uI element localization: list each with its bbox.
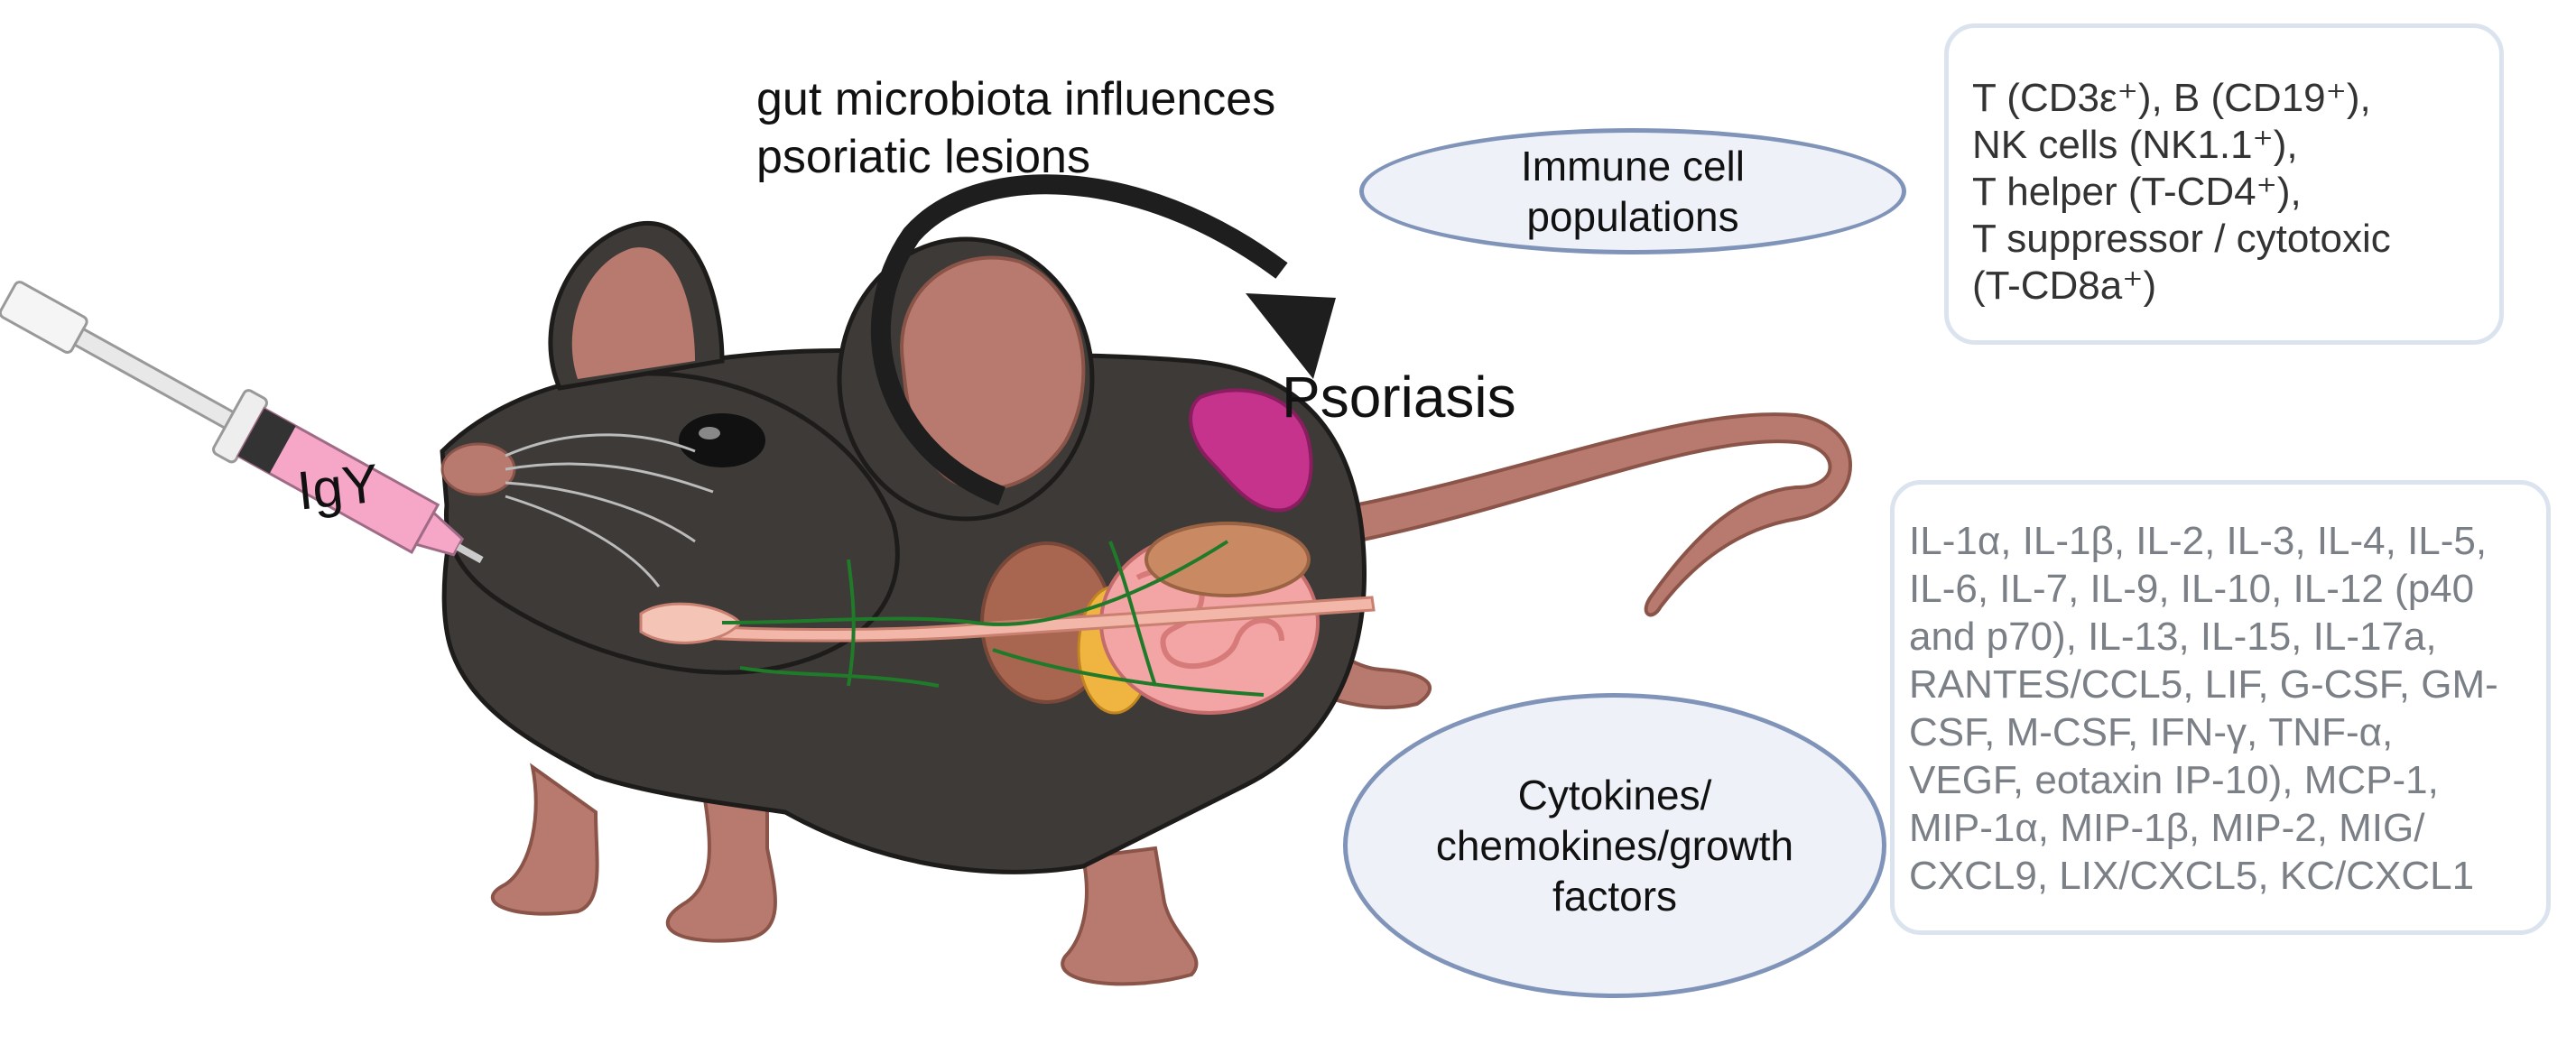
mouse-whiskers [505, 433, 714, 587]
immune-line: T helper (T-CD4⁺), [1972, 170, 2302, 214]
cytokines-title-line-1: Cytokines/ [1517, 772, 1712, 818]
mouse-hind-leg-front [1061, 846, 1199, 986]
mouse-ear-left-inner [571, 247, 695, 379]
immune-line: T (CD3ε⁺), B (CD19⁺), [1972, 76, 2371, 120]
immune-title-line-2: populations [1526, 193, 1739, 240]
curved-arrow-head [1246, 293, 1336, 379]
syringe [0, 281, 484, 564]
cytokines-title-line-3: factors [1552, 873, 1678, 920]
mouse-front-leg-right [490, 763, 599, 916]
mouse-eye [679, 413, 765, 467]
cytokines-title-line-2: chemokines/growth [1435, 822, 1794, 869]
gut-caption: gut microbiota influences psoriatic lesi… [756, 70, 1275, 186]
immune-line: T suppressor / cytotoxic [1972, 217, 2391, 261]
immune-line: (T-CD8a⁺) [1972, 264, 2157, 308]
cytokine-line: and p70), IL-13, IL-15, IL-17a, [1909, 615, 2437, 659]
cytokine-line: CSF, M-CSF, IFN-γ, TNF-α, [1909, 710, 2394, 754]
mouse-nose [440, 442, 516, 496]
cytokine-line: IL-1α, IL-1β, IL-2, IL-3, IL-4, IL-5, [1909, 519, 2488, 563]
immune-cell-ellipse: Immune cell populations [1359, 128, 1906, 254]
mouse-tail [1352, 412, 1852, 617]
cytokine-line: IL-6, IL-7, IL-9, IL-10, IL-12 (p40 [1909, 567, 2475, 611]
igy-label: IgY [294, 452, 382, 522]
cytokine-line: MIP-1α, MIP-1β, MIP-2, MIG/ [1909, 806, 2425, 850]
immune-cell-box: T (CD3ε⁺), B (CD19⁺), NK cells (NK1.1⁺),… [1944, 23, 2504, 345]
cytokine-line: VEGF, eotaxin IP-10), MCP-1, [1909, 758, 2439, 802]
immune-title-line-1: Immune cell [1521, 143, 1745, 190]
cytokines-box: IL-1α, IL-1β, IL-2, IL-3, IL-4, IL-5, IL… [1890, 480, 2551, 935]
immune-line: NK cells (NK1.1⁺), [1972, 123, 2298, 167]
gut-caption-line-2: psoriatic lesions [756, 131, 1090, 183]
mouse-eye-highlight [699, 427, 720, 439]
gut-organs [639, 522, 1376, 715]
psoriasis-label: Psoriasis [1282, 365, 1516, 430]
cytokine-line: RANTES/CCL5, LIF, G-CSF, GM- [1909, 662, 2498, 707]
curved-arrow [870, 174, 1288, 506]
cytokines-ellipse: Cytokines/ chemokines/growth factors [1343, 693, 1886, 998]
gut-caption-line-1: gut microbiota influences [756, 73, 1276, 125]
cytokine-line: CXCL9, LIX/CXCL5, KC/CXCL1 [1909, 854, 2475, 898]
mouse-front-leg-left [665, 792, 777, 943]
psoriasis-lesion [1189, 388, 1313, 513]
lymph-vessels [721, 540, 1265, 697]
